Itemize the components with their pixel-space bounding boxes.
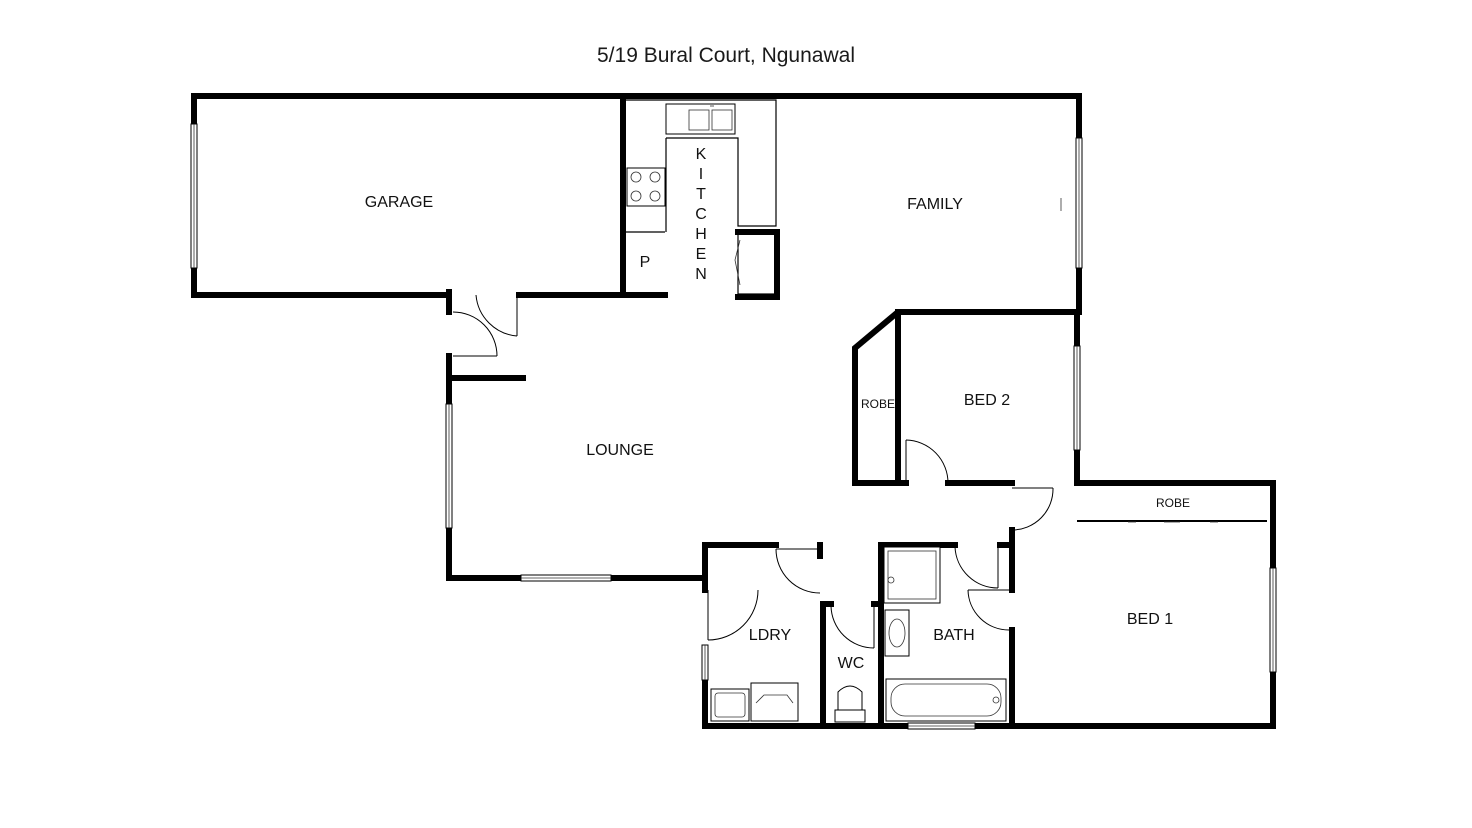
washer-icon: [750, 682, 799, 722]
label-robe-bed1: ROBE: [1156, 496, 1190, 510]
kitchen-letter: I: [699, 166, 703, 183]
fixtures: [626, 99, 1218, 723]
windows: [190, 123, 1277, 730]
label-pantry: P: [640, 254, 651, 271]
kitchen-letter: H: [695, 226, 707, 243]
kitchen-letter: C: [695, 206, 707, 223]
toilet-icon: [834, 709, 866, 723]
label-garage: GARAGE: [365, 194, 433, 211]
label-bed1: BED 1: [1127, 611, 1173, 628]
sink-icon: [665, 103, 736, 135]
shower-icon: [883, 546, 941, 604]
label-robe-bed2: ROBE: [861, 397, 895, 411]
label-kitchen: K I T C H E N: [695, 146, 707, 283]
label-wc: WC: [838, 655, 865, 672]
room-labels: GARAGE FAMILY P LOUNGE ROBE BED 2 ROBE B…: [365, 146, 1190, 672]
walls: [191, 93, 1276, 729]
kitchen-letter: K: [696, 146, 707, 163]
laundry-tub-icon: [710, 688, 750, 722]
kitchen-letter: T: [696, 186, 706, 203]
label-lounge: LOUNGE: [586, 442, 654, 459]
kitchen-letter: N: [695, 266, 707, 283]
plan-title: 5/19 Bural Court, Ngunawal: [597, 44, 855, 67]
label-bed2: BED 2: [964, 392, 1010, 409]
label-laundry: LDRY: [749, 627, 792, 644]
doors: [452, 294, 1054, 649]
label-family: FAMILY: [907, 196, 963, 213]
kitchen-letter: E: [696, 246, 707, 263]
bathtub-icon: [885, 678, 1007, 722]
label-bath: BATH: [933, 627, 974, 644]
